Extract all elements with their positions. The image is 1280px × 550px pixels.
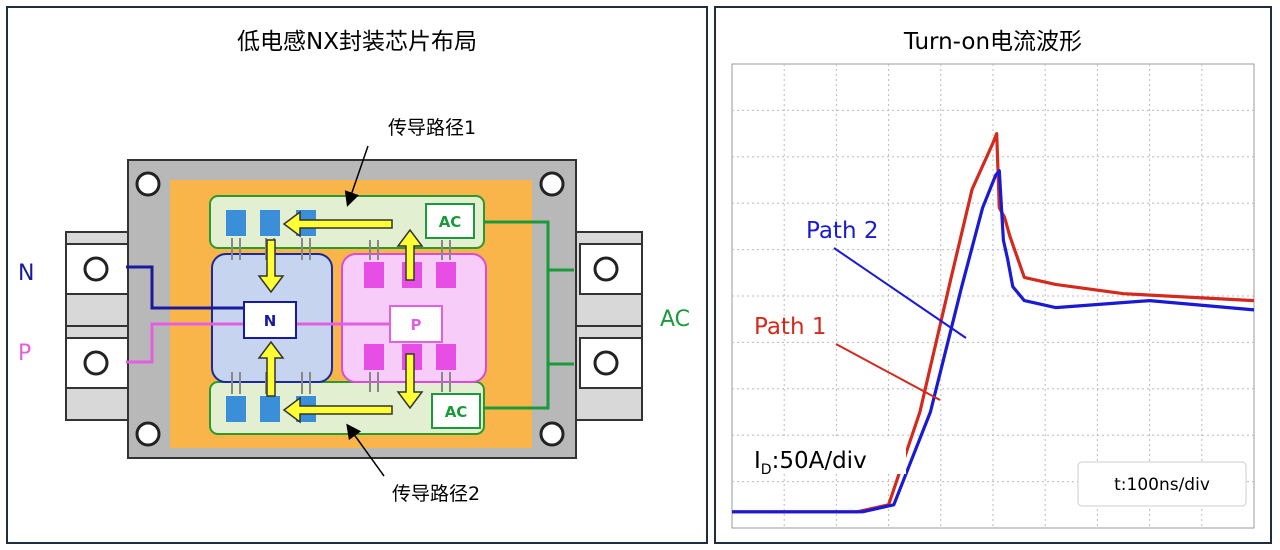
waveform-panel: Turn-on电流波形 Path 2 Path 1 ID:50A/div t:1… bbox=[714, 6, 1272, 544]
series-path2-label: Path 2 bbox=[806, 218, 878, 244]
terminal-n-bracket bbox=[65, 231, 137, 327]
mount-hole-bl bbox=[135, 421, 161, 447]
ac-chip-label-bottom: AC bbox=[445, 403, 468, 421]
ac-wire bbox=[484, 220, 550, 410]
x-scale-label: t:100ns/div bbox=[1077, 461, 1247, 507]
arrow-top-left bbox=[282, 210, 393, 238]
p-chip-label: P bbox=[411, 316, 422, 334]
arrow-n-down bbox=[257, 239, 285, 294]
mount-hole-tl bbox=[135, 171, 161, 197]
mount-hole-tr bbox=[539, 171, 565, 197]
terminal-ac-bracket-top bbox=[571, 231, 643, 327]
path1-pointer bbox=[835, 343, 941, 401]
mount-hole-br bbox=[539, 421, 565, 447]
chip-layout-panel: 低电感NX封装芯片布局 bbox=[6, 6, 708, 544]
ac-chip-box-top: AC bbox=[425, 203, 475, 239]
path1-pointer bbox=[344, 145, 369, 207]
p-chip-box: P bbox=[389, 305, 443, 343]
waveform-title: Turn-on电流波形 bbox=[903, 29, 1083, 55]
n-wire bbox=[126, 265, 244, 310]
n-chip-box: N bbox=[243, 301, 297, 339]
svg-text:t:100ns/div: t:100ns/div bbox=[1114, 475, 1210, 495]
terminal-ac-bracket-bottom bbox=[571, 325, 643, 421]
arrow-n-up bbox=[257, 340, 285, 397]
ac-chip-label-top: AC bbox=[439, 213, 462, 231]
arrow-p-up bbox=[396, 228, 424, 281]
terminal-ac-label: AC bbox=[660, 307, 690, 332]
n-chip-label: N bbox=[264, 312, 277, 330]
path2-pointer bbox=[833, 247, 967, 339]
arrow-bottom-left bbox=[282, 396, 393, 424]
layout-title: 低电感NX封装芯片布局 bbox=[237, 29, 477, 55]
waveform-chart: Path 2 Path 1 ID:50A/div t:100ns/div bbox=[731, 63, 1255, 529]
terminal-p-label: P bbox=[18, 341, 31, 366]
chip-layout-diagram: N P AC AC bbox=[18, 117, 690, 505]
terminal-p-bracket bbox=[65, 325, 137, 421]
svg-text:ID:50A/div: ID:50A/div bbox=[754, 448, 867, 478]
current-flow-arrows bbox=[257, 210, 424, 424]
path1-label: 传导路径1 bbox=[388, 117, 476, 139]
path2-label: 传导路径2 bbox=[392, 483, 480, 505]
ac-chip-box-bottom: AC bbox=[431, 393, 481, 429]
arrow-p-down bbox=[396, 353, 424, 410]
terminal-n-label: N bbox=[18, 261, 34, 286]
y-scale-label: ID:50A/div bbox=[750, 436, 906, 478]
path2-pointer bbox=[346, 423, 385, 477]
series-path1-label: Path 1 bbox=[754, 314, 826, 340]
